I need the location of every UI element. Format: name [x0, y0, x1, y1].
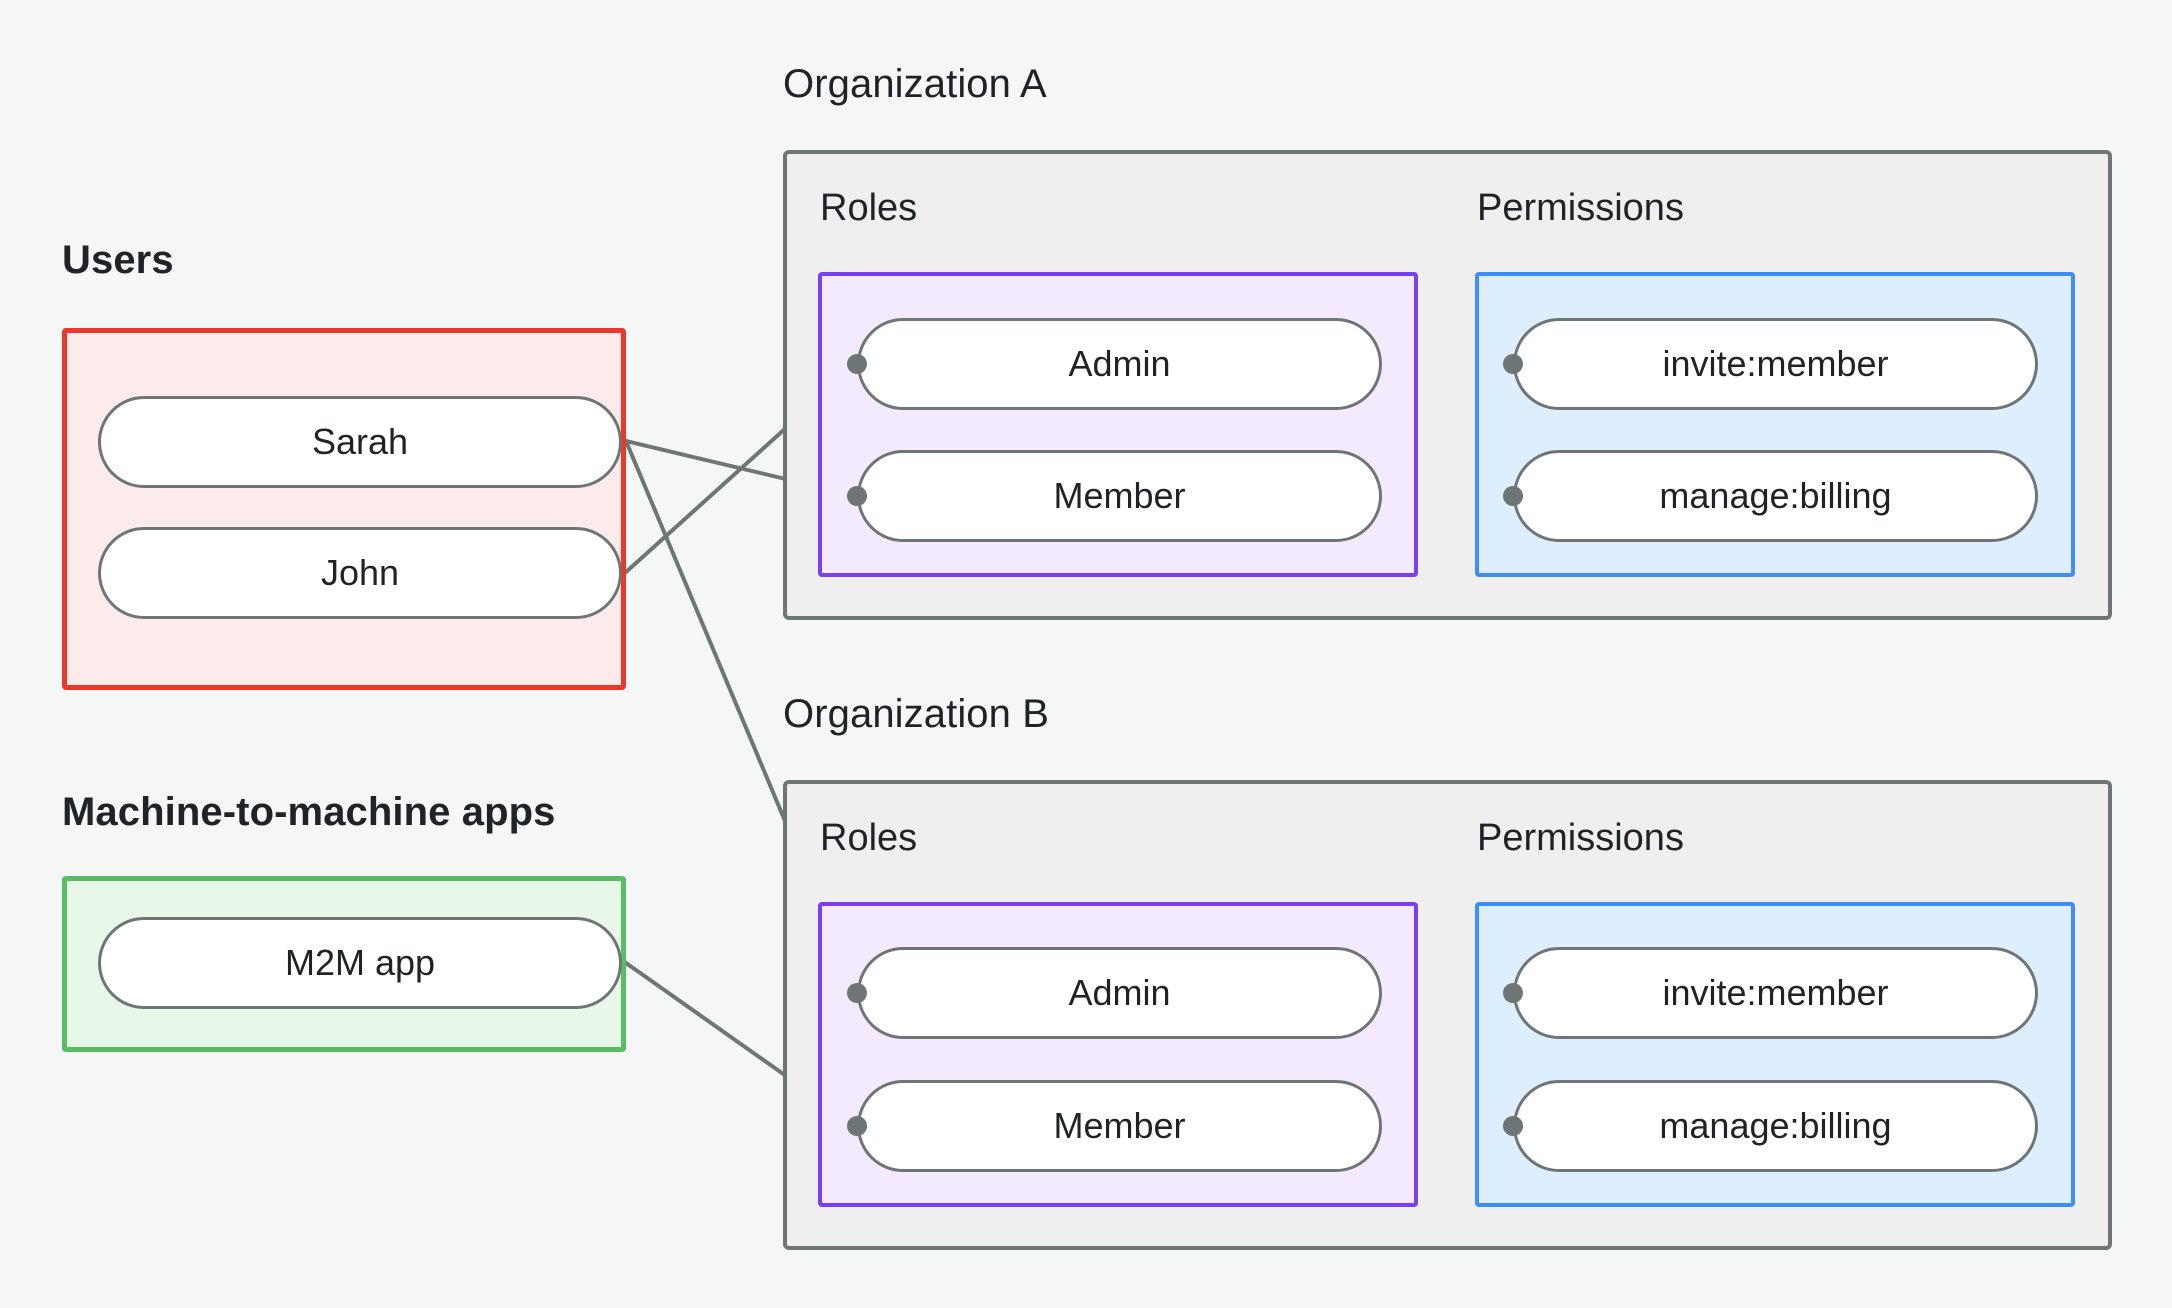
org-a-role-member[interactable]: Member — [857, 450, 1382, 542]
org-b-permission-manage-billing[interactable]: manage:billing — [1513, 1080, 2038, 1172]
org-a-label: Organization A — [783, 62, 1047, 106]
org-b-billing-left-dot — [1503, 1116, 1523, 1136]
org-b-permission-invite-member[interactable]: invite:member — [1513, 947, 2038, 1039]
user-node-sarah-label: Sarah — [311, 421, 409, 462]
org-b-role-admin[interactable]: Admin — [857, 947, 1382, 1039]
org-a-roles-title: Roles — [820, 187, 918, 229]
users-group-label: Users — [62, 238, 174, 282]
org-b-role-member[interactable]: Member — [857, 1080, 1382, 1172]
org-b-permissions-title: Permissions — [1477, 817, 1684, 859]
org-a-permission-manage-billing[interactable]: manage:billing — [1513, 450, 2038, 542]
org-a-member-left-dot — [847, 486, 867, 506]
org-a-billing-left-dot — [1503, 486, 1523, 506]
org-b-roles-title: Roles — [820, 817, 918, 859]
org-a-permission-invite-member-label: invite:member — [1662, 343, 1889, 384]
m2m-group-label: Machine-to-machine apps — [62, 790, 556, 834]
user-node-john[interactable]: John — [98, 527, 622, 619]
org-a-permission-manage-billing-label: manage:billing — [1659, 475, 1892, 516]
org-a-role-member-label: Member — [1053, 475, 1186, 516]
org-b-permission-manage-billing-label: manage:billing — [1659, 1105, 1892, 1146]
org-b-role-admin-label: Admin — [1068, 972, 1171, 1013]
org-a-permissions-title: Permissions — [1477, 187, 1684, 229]
user-node-john-label: John — [320, 552, 400, 593]
org-b-role-member-label: Member — [1053, 1105, 1186, 1146]
users-group-box — [62, 328, 626, 690]
org-b-invite-left-dot — [1503, 983, 1523, 1003]
org-b-label: Organization B — [783, 692, 1049, 736]
org-b-permission-invite-member-label: invite:member — [1662, 972, 1889, 1013]
user-node-sarah[interactable]: Sarah — [98, 396, 622, 488]
m2m-node-app[interactable]: M2M app — [98, 917, 622, 1009]
org-a-role-admin[interactable]: Admin — [857, 318, 1382, 410]
org-a-admin-left-dot — [847, 354, 867, 374]
org-b-admin-left-dot — [847, 983, 867, 1003]
org-a-permission-invite-member[interactable]: invite:member — [1513, 318, 2038, 410]
org-a-role-admin-label: Admin — [1068, 343, 1171, 384]
m2m-node-app-label: M2M app — [284, 942, 436, 983]
org-a-invite-left-dot — [1503, 354, 1523, 374]
org-b-member-left-dot — [847, 1116, 867, 1136]
